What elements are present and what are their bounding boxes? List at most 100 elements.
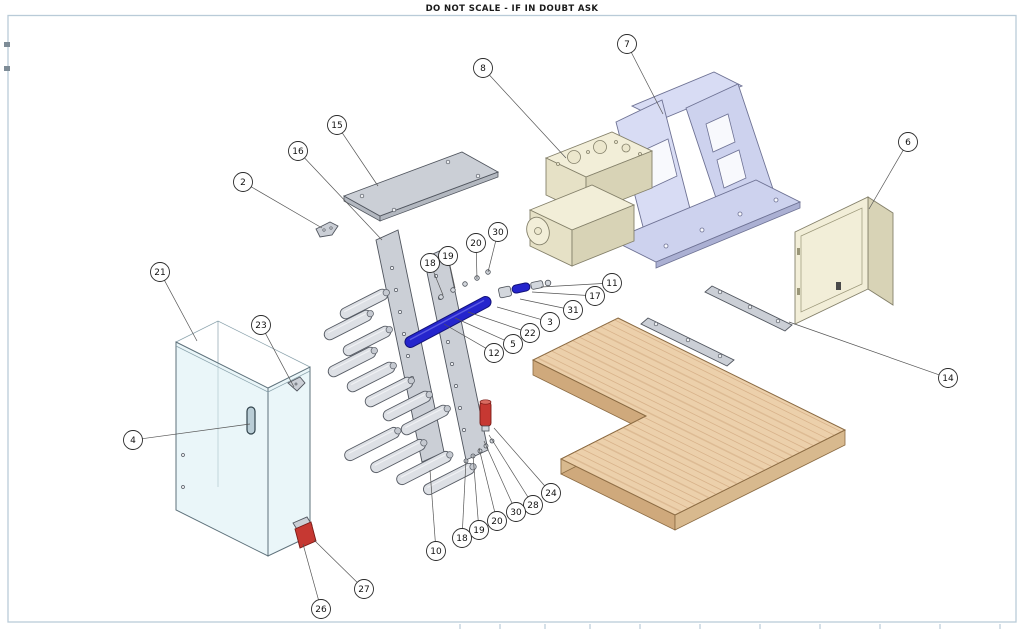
balloon-circle — [233, 172, 253, 192]
balloon-leader — [454, 317, 505, 341]
balloon-16: 16 — [288, 141, 383, 241]
balloon-number: 17 — [589, 292, 600, 302]
balloon-leader — [630, 52, 664, 115]
roller-highlight — [344, 292, 382, 313]
balloon-number: 18 — [456, 534, 468, 544]
frame-base-edge — [655, 201, 801, 269]
enclosure-hinge — [797, 248, 800, 255]
balloon-number: 6 — [905, 138, 911, 148]
bracket-hole — [329, 226, 333, 230]
part-support-frame — [610, 71, 802, 269]
roller-end-cap — [407, 377, 415, 385]
cover-plate-hole — [359, 193, 365, 199]
balloon-circle — [466, 233, 486, 253]
balloon-number: 14 — [942, 374, 954, 384]
sheet-title: DO NOT SCALE - IF IN DOUBT ASK — [426, 4, 599, 14]
roller-highlight — [427, 466, 469, 488]
balloon-leader — [496, 306, 541, 320]
wood-grain-line — [537, 357, 765, 471]
bar-hole — [653, 321, 659, 327]
balloon-leader — [540, 283, 603, 288]
balloon-leader — [302, 543, 319, 600]
gearbox-boss — [593, 140, 607, 154]
roller-pin — [344, 426, 402, 462]
plate-hole — [390, 266, 394, 270]
balloon-circle — [506, 502, 526, 522]
balloon-leader — [449, 265, 456, 289]
roller-highlight — [400, 454, 446, 478]
sheet-frame: DO NOT SCALE - IF IN DOUBT ASK — [4, 4, 1017, 629]
roller-pin — [346, 361, 397, 393]
balloon-17: 17 — [531, 286, 605, 306]
balloon-circle — [420, 253, 440, 273]
roller-pin — [396, 450, 454, 486]
roller-highlight — [405, 408, 443, 429]
balloon-circle — [520, 323, 540, 343]
enclosure-side-face — [867, 196, 894, 306]
balloon-circle — [123, 430, 143, 450]
shaft-stub-blue — [511, 282, 531, 294]
balloon-10: 10 — [426, 469, 446, 561]
balloon-number: 20 — [491, 517, 503, 527]
balloon-30: 30 — [487, 222, 508, 273]
balloon-circle — [438, 246, 458, 266]
balloon-20: 20 — [466, 233, 486, 280]
balloon-number: 4 — [130, 436, 136, 446]
balloon-23: 23 — [251, 315, 295, 388]
balloon-circle — [585, 286, 605, 306]
plate-hole — [398, 310, 402, 314]
balloon-leader — [142, 423, 251, 440]
damper-cap — [479, 399, 492, 405]
roller-pin — [339, 288, 390, 320]
roller-pin — [382, 390, 433, 422]
plate-hole — [394, 288, 398, 292]
roller-highlight — [332, 350, 370, 371]
balloon-leader — [788, 321, 940, 376]
balloon-circle — [452, 528, 472, 548]
plate-hole — [446, 340, 450, 344]
balloon-leader — [531, 291, 586, 296]
plate-hole — [450, 362, 454, 366]
roller-end-cap — [389, 362, 397, 370]
balloon-circle — [354, 579, 374, 599]
guard-hole — [181, 453, 185, 457]
balloon-leader — [443, 323, 486, 349]
guard-hole — [181, 485, 185, 489]
enclosure-latch — [836, 282, 841, 290]
guard-hinge-lower-red — [294, 521, 317, 549]
balloon-6: 6 — [868, 132, 918, 210]
part-gearmotor — [526, 131, 654, 267]
frame-base-hole — [663, 243, 669, 249]
cover-plate-hole — [475, 173, 481, 179]
balloon-circle — [503, 334, 523, 354]
bar-hole — [747, 304, 753, 310]
balloon-leader — [251, 186, 323, 229]
blue-roller-body — [404, 296, 492, 348]
blue-roller-highlight — [409, 299, 485, 341]
balloon-number: 19 — [442, 252, 454, 262]
balloon-8: 8 — [473, 58, 567, 159]
gearbox-bolt — [614, 140, 618, 144]
gearbox-bolt — [556, 162, 560, 166]
balloon-number: 8 — [480, 64, 486, 74]
roller-end-cap — [382, 289, 390, 297]
balloon-circle — [311, 599, 331, 619]
balloon-circle — [251, 315, 271, 335]
gearbox-boss — [621, 143, 631, 153]
balloon-leader — [472, 454, 479, 521]
balloon-28: 28 — [488, 434, 543, 515]
bar-hole — [717, 353, 723, 359]
balloon-20: 20 — [478, 447, 507, 531]
balloon-leader — [489, 74, 567, 159]
balloon-leader — [478, 447, 496, 512]
balloon-12: 12 — [443, 323, 504, 363]
roller-pin — [364, 376, 415, 408]
balloon-leader — [493, 427, 545, 487]
wood-grain-line — [614, 319, 842, 433]
shaft-end-fitting — [530, 280, 544, 290]
balloon-number: 12 — [488, 349, 499, 359]
wood-grain-line — [607, 322, 835, 436]
plate-hole — [458, 406, 462, 410]
wood-grain-line — [579, 336, 807, 450]
roller-pin — [370, 438, 428, 474]
